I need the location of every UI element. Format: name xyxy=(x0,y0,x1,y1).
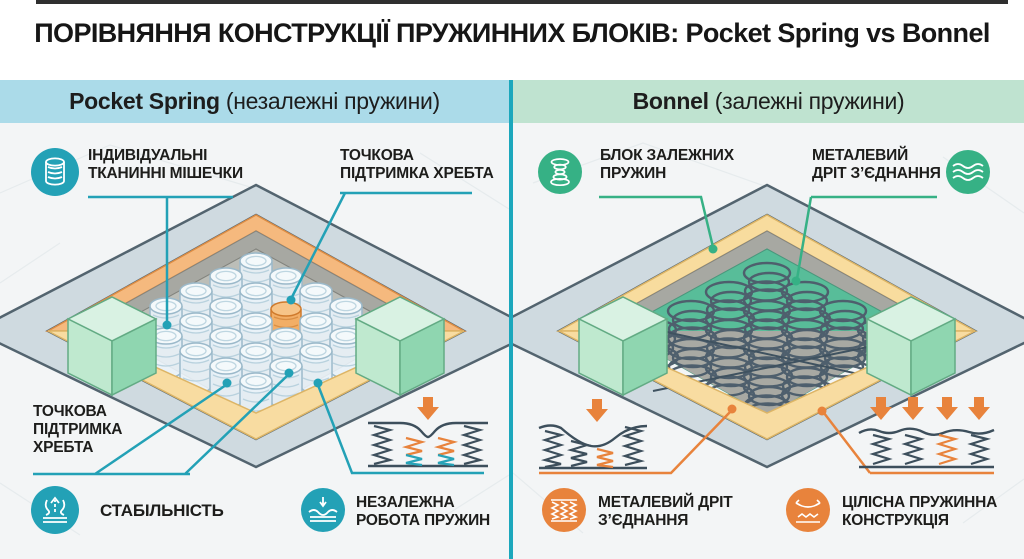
individual-pockets-label: ІНДИВІДУАЛЬНІ ТКАНИННІ МІШЕЧКИ xyxy=(88,147,243,182)
panel-header-bonnel: Bonnel (залежні пружини) xyxy=(513,80,1024,123)
pressure-arrow-icon xyxy=(586,399,608,422)
stability-icon xyxy=(31,486,79,534)
unified-structure-label: ЦІЛІСНА ПРУЖИННА КОНСТРУКЦІЯ xyxy=(842,494,998,529)
metal-wire-top-label: МЕТАЛЕВИЙ ДРІТ З’ЄДНАННЯ xyxy=(812,147,941,182)
point-support-bottom-label: ТОЧКОВА ПІДТРИМКА ХРЕБТА xyxy=(33,403,123,456)
stability-label: СТАБІЛЬНІСТЬ xyxy=(100,501,224,520)
panel-header-pocket-subtitle: (незалежні пружини) xyxy=(219,88,440,114)
wire-connection-icon xyxy=(542,488,586,532)
point-support-top-label: ТОЧКОВА ПІДТРИМКА ХРЕБТА xyxy=(340,147,494,182)
callout-dots xyxy=(162,295,323,388)
metal-wire-bottom-label: МЕТАЛЕВИЙ ДРІТ З’ЄДНАННЯ xyxy=(598,494,733,529)
orange-callout-lines xyxy=(539,410,994,475)
orange-callout-dots xyxy=(727,404,827,416)
dependent-block-label: БЛОК ЗАЛЕЖНИХ ПРУЖИН xyxy=(600,147,734,182)
independent-compression-demo xyxy=(368,397,488,468)
panel-header-bonnel-subtitle: (залежні пружини) xyxy=(708,88,905,114)
panel-header-pocket-name: Pocket Spring xyxy=(69,88,220,114)
green-callout-dots xyxy=(708,244,801,286)
panel-header-pocket-spring: Pocket Spring (незалежні пружини) xyxy=(0,80,509,123)
unified-spring-structure-icon xyxy=(786,488,830,532)
pressure-arrow-icon xyxy=(968,397,990,420)
independent-springs-icon xyxy=(301,488,345,532)
teal-callout-lines xyxy=(33,191,484,476)
pocket-spring-icon xyxy=(31,148,79,196)
independent-work-label: НЕЗАЛЕЖНА РОБОТА ПРУЖИН xyxy=(356,494,491,529)
whole-structure-compression-demo xyxy=(858,397,995,469)
top-edge-strip xyxy=(36,0,1008,4)
page-title: ПОРІВНЯННЯ КОНСТРУКЦІЇ ПРУЖИННИХ БЛОКІВ:… xyxy=(34,18,990,48)
pocket-mattress-illustration xyxy=(0,144,509,536)
connection-wire-waves-icon xyxy=(946,150,990,194)
side-support-blocks xyxy=(66,296,446,397)
pressure-arrow-icon xyxy=(936,397,958,420)
pressure-arrow-icon xyxy=(417,397,439,420)
panel-divider xyxy=(509,80,513,559)
green-callout-lines xyxy=(599,195,937,280)
panel-header-bonnel-name: Bonnel xyxy=(632,88,709,114)
side-support-blocks xyxy=(577,296,957,397)
dependent-compression-demo xyxy=(538,399,648,470)
bonnel-spring-icon xyxy=(538,150,582,194)
